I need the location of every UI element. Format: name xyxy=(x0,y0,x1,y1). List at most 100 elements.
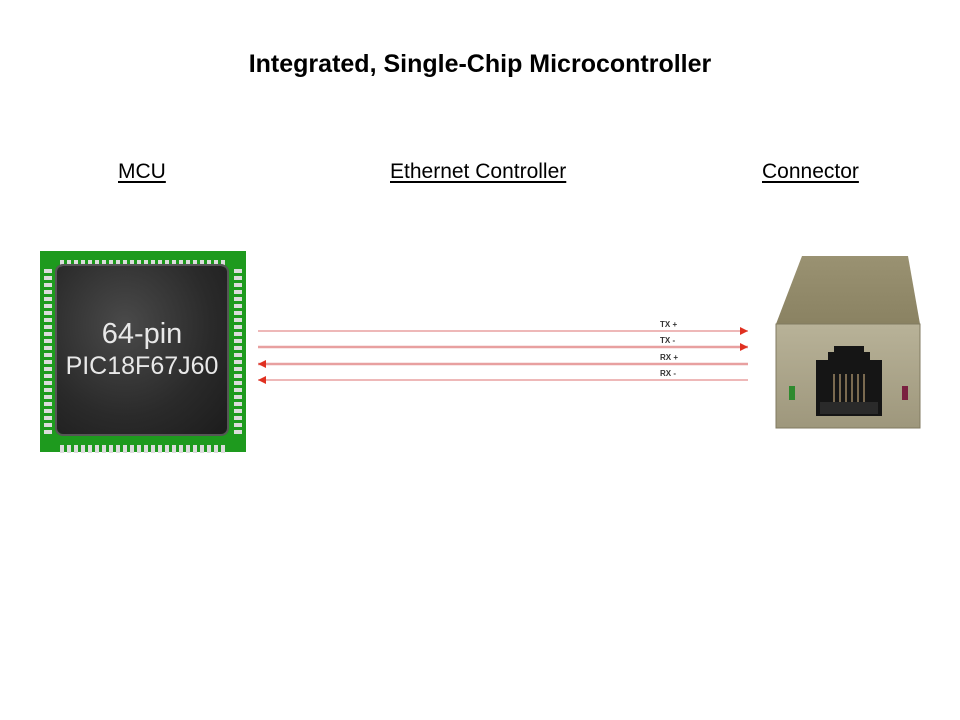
chip-pin xyxy=(207,445,211,453)
arrow-head-icon xyxy=(258,360,266,368)
chip-pin xyxy=(44,430,52,434)
chip-pin xyxy=(74,445,78,453)
ethernet-controller-label: Ethernet Controller xyxy=(390,160,567,183)
chip-pin xyxy=(234,416,242,420)
chip-pin xyxy=(234,332,242,336)
chip-pin xyxy=(44,276,52,280)
signal-label: TX + xyxy=(660,320,678,329)
chip-pin xyxy=(44,311,52,315)
chip-pin xyxy=(234,374,242,378)
rj45-connector-icon xyxy=(775,256,921,429)
chip-pin xyxy=(60,260,64,268)
chip-pin xyxy=(44,388,52,392)
chip-pin xyxy=(81,260,85,268)
slide-title: Integrated, Single-Chip Microcontroller xyxy=(248,50,712,78)
chip-pin xyxy=(95,260,99,268)
chip-pins-left xyxy=(44,269,52,437)
chip-pin xyxy=(44,318,52,322)
signal-label: RX + xyxy=(660,353,679,362)
arrow-head-icon xyxy=(258,376,266,384)
chip-pin xyxy=(60,445,64,453)
chip-pin xyxy=(234,353,242,357)
chip-pin xyxy=(44,360,52,364)
signal-label: RX - xyxy=(660,369,676,378)
signal-lines xyxy=(258,327,748,384)
chip-pin xyxy=(200,260,204,268)
chip-pin xyxy=(137,445,141,453)
chip-pin xyxy=(158,445,162,453)
chip-pin xyxy=(179,445,183,453)
arrow-head-icon xyxy=(740,327,748,335)
chip-pin xyxy=(44,297,52,301)
chip-pins-right xyxy=(234,269,242,437)
chip-pin xyxy=(81,445,85,453)
chip-pin xyxy=(165,445,169,453)
chip-pin xyxy=(130,445,134,453)
chip-pin xyxy=(109,260,113,268)
chip-pin xyxy=(144,445,148,453)
chip-pin xyxy=(234,430,242,434)
chip-pin xyxy=(172,260,176,268)
chip-pin xyxy=(234,381,242,385)
chip-pin xyxy=(234,402,242,406)
chip-pin xyxy=(234,290,242,294)
chip-pin xyxy=(116,260,120,268)
chip-pin xyxy=(234,297,242,301)
chip-pin xyxy=(234,276,242,280)
signal-label: TX - xyxy=(660,336,676,345)
chip-pin xyxy=(221,445,225,453)
chip-pin xyxy=(44,381,52,385)
chip-pin xyxy=(151,445,155,453)
chip-pin xyxy=(172,445,176,453)
chip-pin xyxy=(123,445,127,453)
chip-pin xyxy=(67,445,71,453)
chip-pin xyxy=(44,346,52,350)
mcu-label: MCU xyxy=(118,160,166,183)
chip-pin xyxy=(44,283,52,287)
chip-pin xyxy=(95,445,99,453)
chip-pin xyxy=(193,445,197,453)
chip-pin xyxy=(67,260,71,268)
chip-pin xyxy=(234,346,242,350)
connector-label: Connector xyxy=(762,160,859,183)
chip-pin xyxy=(44,416,52,420)
chip-pin xyxy=(74,260,78,268)
chip-part-number: PIC18F67J60 xyxy=(65,352,219,380)
chip-pins-top xyxy=(60,255,228,273)
chip-pin xyxy=(130,260,134,268)
chip-icon: 64-pin PIC18F67J60 xyxy=(40,251,246,453)
chip-pin xyxy=(234,423,242,427)
chip-pin xyxy=(179,260,183,268)
chip-pin xyxy=(144,260,148,268)
chip-pin xyxy=(137,260,141,268)
chip-pin xyxy=(165,260,169,268)
chip-pin xyxy=(88,445,92,453)
chip-pin xyxy=(116,445,120,453)
chip-pin xyxy=(214,445,218,453)
chip-pin xyxy=(221,260,225,268)
chip-pin xyxy=(234,318,242,322)
chip-pin xyxy=(44,374,52,378)
chip-pin xyxy=(44,353,52,357)
chip-pin xyxy=(102,445,106,453)
chip-pin xyxy=(44,402,52,406)
chip-pin xyxy=(207,260,211,268)
chip-pin xyxy=(186,260,190,268)
chip-pin xyxy=(234,304,242,308)
chip-pin xyxy=(44,304,52,308)
chip-pin xyxy=(44,409,52,413)
chip-pin xyxy=(234,395,242,399)
chip-pin xyxy=(44,269,52,273)
chip-pin xyxy=(234,311,242,315)
chip-pin xyxy=(234,360,242,364)
chip-pin xyxy=(44,395,52,399)
chip-pin xyxy=(234,283,242,287)
chip-pin xyxy=(44,332,52,336)
chip-pin xyxy=(88,260,92,268)
chip-pin xyxy=(214,260,218,268)
chip-pin xyxy=(234,339,242,343)
arrow-head-icon xyxy=(740,343,748,351)
chip-pin xyxy=(151,260,155,268)
chip-body: 64-pin PIC18F67J60 xyxy=(57,266,227,434)
chip-pin xyxy=(234,325,242,329)
